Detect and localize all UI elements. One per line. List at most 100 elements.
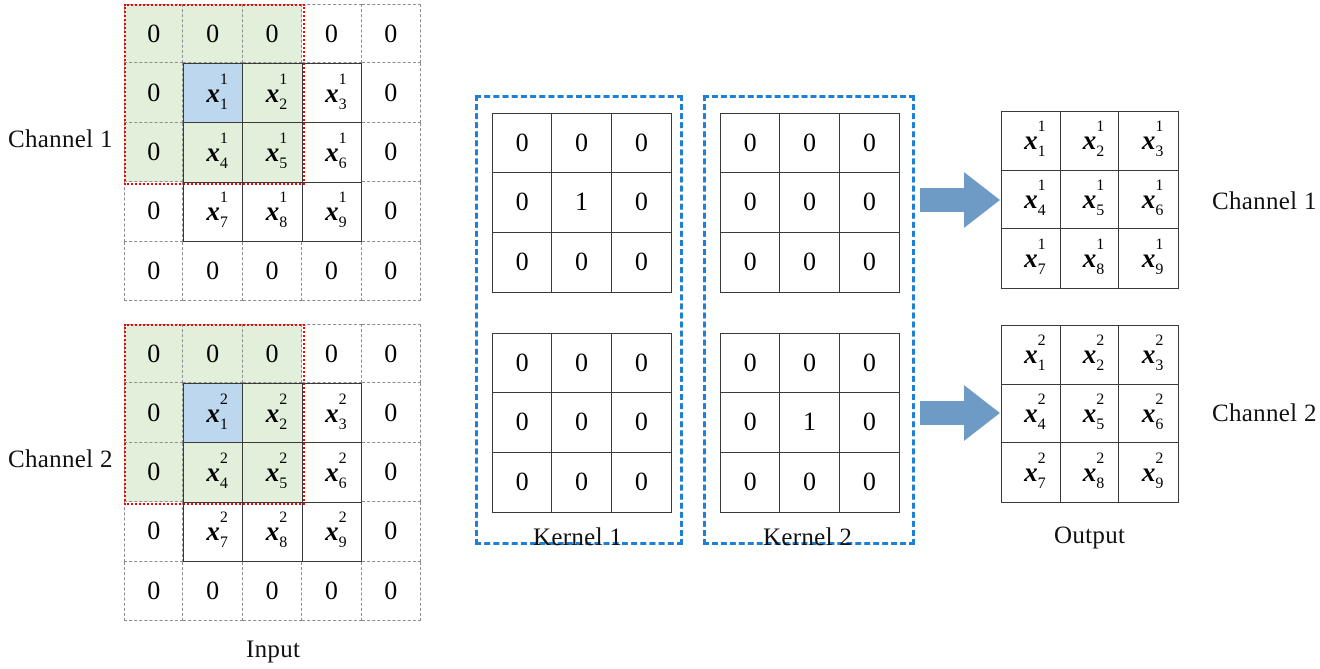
cell-value: 0 xyxy=(147,338,161,368)
input-cell: 0 xyxy=(124,442,184,503)
superscript: 1 xyxy=(219,129,228,147)
superscript: 1 xyxy=(219,70,228,88)
input-cell: 0 xyxy=(183,241,243,301)
superscript: 2 xyxy=(338,509,347,527)
kernel-cell: 0 xyxy=(552,393,612,453)
subscript: 5 xyxy=(1096,415,1105,433)
superscript: 2 xyxy=(1096,332,1105,350)
cell-value: 0 xyxy=(384,77,398,107)
cell-value: 0 xyxy=(265,338,279,368)
kernel-cell: 0 xyxy=(839,114,899,174)
subscript: 2 xyxy=(279,95,288,113)
superscript: 2 xyxy=(1096,450,1105,468)
superscript: 2 xyxy=(1037,390,1046,408)
kernel-cell: 0 xyxy=(493,452,553,512)
superscript: 1 xyxy=(279,70,288,88)
kernel-cell: 0 xyxy=(611,114,671,174)
input-cell: 0 xyxy=(183,4,243,64)
arrow-to-output-channel-2 xyxy=(920,385,1000,446)
superscript: 2 xyxy=(1155,450,1164,468)
cell-value: 0 xyxy=(515,348,529,378)
superscript: 2 xyxy=(219,449,228,467)
cell-value: 0 xyxy=(384,255,398,285)
kernel-cell: 0 xyxy=(721,114,781,174)
input-cell: 0 xyxy=(302,241,362,301)
cell-value: 0 xyxy=(743,128,757,158)
cell-value: 0 xyxy=(574,247,588,277)
output-caption: Output xyxy=(1054,522,1126,549)
input-cell: 0 xyxy=(183,324,243,384)
subscript: 2 xyxy=(1096,357,1105,375)
cell-value: 0 xyxy=(384,456,398,486)
kernel-cell: 0 xyxy=(552,114,612,174)
input-cell: 0 xyxy=(361,241,421,301)
subscript: 1 xyxy=(1037,143,1046,161)
kernel-cell: 0 xyxy=(780,452,840,512)
input-cell: 0 xyxy=(361,502,421,562)
cell-value: 0 xyxy=(743,467,757,497)
kernel-cell: 0 xyxy=(721,452,781,512)
cell-value: 0 xyxy=(206,18,220,48)
kernel-cell: 0 xyxy=(721,232,781,292)
subscript: 5 xyxy=(1096,201,1105,219)
subscript: 8 xyxy=(1096,261,1105,279)
subscript: 8 xyxy=(279,214,288,232)
cell-value: 0 xyxy=(147,575,161,605)
input-cell: 0 xyxy=(302,561,362,621)
input-cell: 0 xyxy=(242,324,303,384)
input-cell: 0 xyxy=(361,561,421,621)
kernel-cell: 0 xyxy=(611,393,671,453)
cell-value: 0 xyxy=(147,18,161,48)
cell-value: 0 xyxy=(515,128,529,158)
cell-value: 0 xyxy=(147,77,161,107)
subscript: 9 xyxy=(1155,261,1164,279)
cell-value: 0 xyxy=(206,255,220,285)
kernel-cell: 0 xyxy=(552,452,612,512)
cell-value: 0 xyxy=(384,575,398,605)
subscript: 3 xyxy=(338,415,347,433)
subscript: 4 xyxy=(1037,415,1046,433)
kernel-cell: 0 xyxy=(493,173,553,233)
subscript: 6 xyxy=(1155,201,1164,219)
input-cell: 0 xyxy=(361,442,421,503)
cell-value: 0 xyxy=(147,397,161,427)
cell-value: 0 xyxy=(862,247,876,277)
kernel-cell: 0 xyxy=(721,173,781,233)
subscript: 2 xyxy=(1096,143,1105,161)
superscript: 2 xyxy=(1096,390,1105,408)
cell-value: 0 xyxy=(634,348,648,378)
input-cell: 0 xyxy=(124,502,184,562)
input-cell: 0 xyxy=(124,324,184,384)
cell-value: 0 xyxy=(265,255,279,285)
